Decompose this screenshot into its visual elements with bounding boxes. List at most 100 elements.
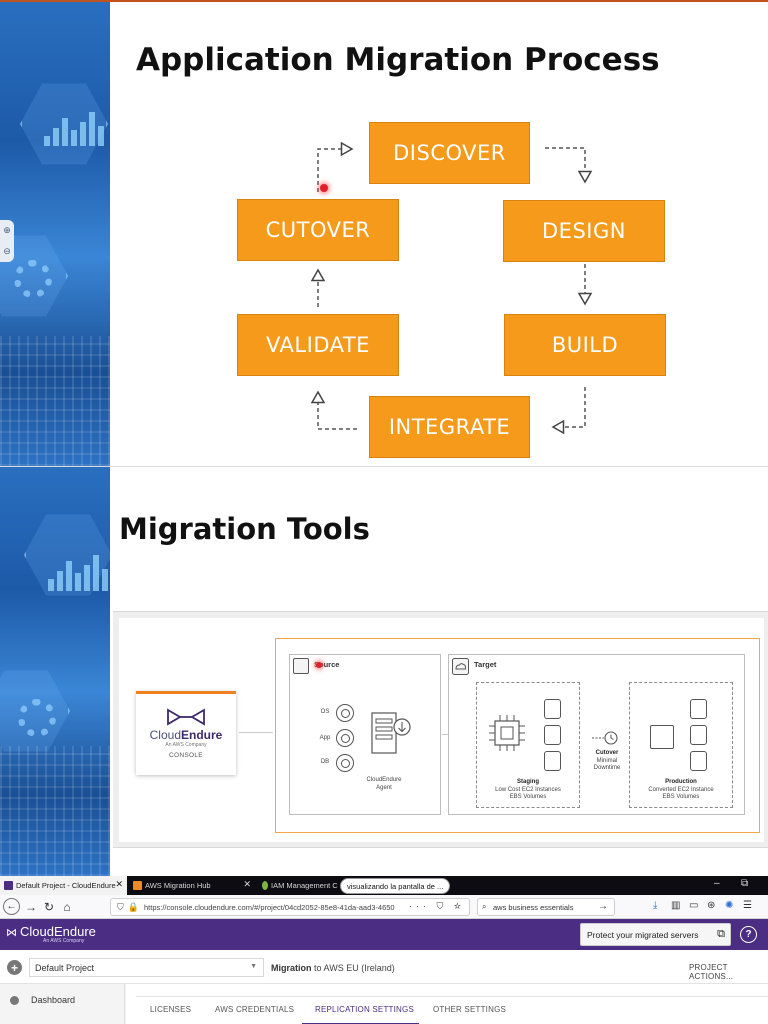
restore-icon[interactable]: ⧉ [741, 878, 749, 889]
project-actions-menu[interactable]: PROJECT ACTIONS... [689, 963, 734, 981]
reload-icon[interactable]: ↻ [43, 900, 55, 914]
main-content: LICENSES AWS CREDENTIALS REPLICATION SET… [126, 984, 768, 1024]
step-validate: VALIDATE [237, 314, 399, 376]
extension-icon[interactable]: ⊛ [707, 900, 716, 911]
connector-line [442, 734, 448, 735]
cloud-icon [452, 658, 469, 675]
step-integrate: INTEGRATE [369, 396, 530, 458]
tab-bar: Default Project - CloudEndure ✕ AWS Migr… [0, 876, 768, 895]
zoom-in-icon[interactable]: ⊕ [3, 225, 11, 235]
settings-tabs: LICENSES AWS CREDENTIALS REPLICATION SET… [136, 996, 768, 1024]
laser-pointer [316, 662, 322, 668]
project-select[interactable]: Default Project ▼ [29, 958, 264, 977]
ebs-volume-icon [690, 725, 707, 745]
tab-migration-hub[interactable]: AWS Migration Hub ✕ [129, 876, 255, 895]
tab-other-settings[interactable]: OTHER SETTINGS [433, 1005, 507, 1014]
app-logo[interactable]: ⋈CloudEndure An AWS Company [6, 924, 96, 944]
back-icon[interactable]: ← [3, 898, 20, 915]
arrow-discover-to-design [545, 147, 593, 184]
disk-icon [336, 754, 354, 772]
chevron-down-icon: ▼ [250, 963, 257, 970]
target-label: Target [474, 660, 497, 669]
download-icon[interactable]: ⤓ [653, 900, 658, 911]
sidebar-item-dashboard[interactable]: Dashboard [10, 995, 75, 1005]
source-label: Source [314, 660, 340, 669]
url-text: https://console.cloudendure.com/#/projec… [144, 902, 395, 912]
step-build: BUILD [504, 314, 666, 376]
minimize-icon[interactable]: – [714, 878, 720, 889]
ec2-chip-icon [489, 715, 525, 751]
connector-line [239, 732, 273, 733]
slide-migration-tools: Migration Tools CloudEndure An AWS Compa… [0, 466, 768, 876]
tab-iam-management[interactable]: IAM Management C [258, 876, 340, 895]
cloudendure-subtitle: An AWS Company [165, 742, 207, 748]
project-select-value: Default Project [35, 962, 95, 973]
ebs-volume-icon [690, 751, 707, 771]
tab-aws-credentials[interactable]: AWS CREDENTIALS [215, 1005, 295, 1014]
slide-title: Application Migration Process [136, 42, 660, 78]
cloudendure-console-card: CloudEndure An AWS Company CONSOLE [136, 691, 236, 775]
site-info-icon[interactable]: ⛉🔒 [117, 902, 143, 912]
tab-label: IAM Management C [271, 881, 338, 890]
ec2-instance-icon [650, 725, 674, 749]
tab-cloudendure[interactable]: Default Project - CloudEndure ✕ [0, 876, 127, 895]
extension-blue-icon[interactable]: ✺ [725, 900, 734, 911]
source-box: Source OS App DB CloudEndur [289, 654, 441, 815]
tab-licenses[interactable]: LICENSES [150, 1005, 192, 1014]
migration-info: Migration to AWS EU (Ireland) [271, 963, 395, 973]
ebs-volume-icon [544, 699, 561, 719]
help-icon[interactable]: ? [740, 926, 757, 943]
menu-icon[interactable]: ☰ [743, 900, 752, 911]
close-icon[interactable]: ✕ [115, 879, 123, 889]
step-discover: DISCOVER [369, 122, 530, 184]
app-header: ⋈CloudEndure An AWS Company Protect your… [0, 919, 768, 950]
slide-migration-process: ⊕ ⊖ Application Migration Process DISCOV… [0, 0, 768, 466]
staging-area [476, 682, 580, 808]
decorative-tech-strip [0, 2, 110, 466]
sidebar-item-label: Dashboard [31, 995, 76, 1005]
url-bar[interactable]: ⛉🔒 https://console.cloudendure.com/#/pro… [110, 898, 470, 916]
migration-tools-diagram: CloudEndure An AWS Company CONSOLE Sourc… [113, 611, 768, 848]
bar-graph-icon [48, 555, 108, 591]
bar-graph-icon [44, 112, 104, 146]
target-box: Target Stag [448, 654, 745, 815]
iam-favicon-icon [262, 881, 268, 890]
agent-server-icon [371, 712, 411, 754]
app-logo-subtitle: An AWS Company [43, 938, 85, 944]
arrow-cutover-to-discover [317, 141, 354, 192]
diagram-canvas: CloudEndure An AWS Company CONSOLE Sourc… [119, 618, 764, 842]
arrow-integrate-to-validate [310, 390, 357, 430]
ebs-volume-icon [544, 751, 561, 771]
library-icon[interactable]: ▥ [671, 900, 681, 911]
cloudendure-favicon-icon [4, 881, 13, 890]
screen-sharing-tooltip: visualizando la pantalla de ... [340, 878, 451, 894]
home-icon[interactable]: ⌂ [63, 900, 71, 914]
forward-icon[interactable]: → [25, 900, 37, 914]
source-server-icon [293, 658, 309, 674]
search-bar[interactable]: ⌕ aws business essentials → [477, 898, 615, 916]
gear-icon [18, 699, 56, 737]
grid-decoration [0, 336, 110, 466]
protect-button-label: Protect your migrated servers [587, 929, 699, 940]
protect-migrated-servers-button[interactable]: Protect your migrated servers ⧉ [580, 923, 731, 946]
zoom-control[interactable]: ⊕ ⊖ [0, 220, 14, 262]
slide-title: Migration Tools [119, 512, 370, 546]
project-bar: + Default Project ▼ Migration to AWS EU … [0, 950, 768, 984]
disk-icon [336, 704, 354, 722]
decorative-tech-strip [0, 467, 110, 876]
browser-window: Default Project - CloudEndure ✕ AWS Migr… [0, 876, 768, 1024]
zoom-out-icon[interactable]: ⊖ [3, 246, 11, 256]
close-icon[interactable]: ✕ [243, 879, 251, 889]
search-go-icon[interactable]: → [598, 901, 608, 912]
sidebar-icon[interactable]: ▭ [689, 900, 699, 911]
process-connectors [310, 141, 593, 435]
add-project-button[interactable]: + [7, 960, 22, 975]
tab-label: Default Project - CloudEndure [16, 881, 116, 890]
page-actions-icon[interactable]: ··· ⛉ ☆ [405, 901, 465, 912]
tab-replication-settings[interactable]: REPLICATION SETTINGS [315, 1005, 414, 1014]
dashboard-icon [10, 995, 19, 1005]
cloudendure-logo-icon: ⋈ [6, 927, 17, 939]
